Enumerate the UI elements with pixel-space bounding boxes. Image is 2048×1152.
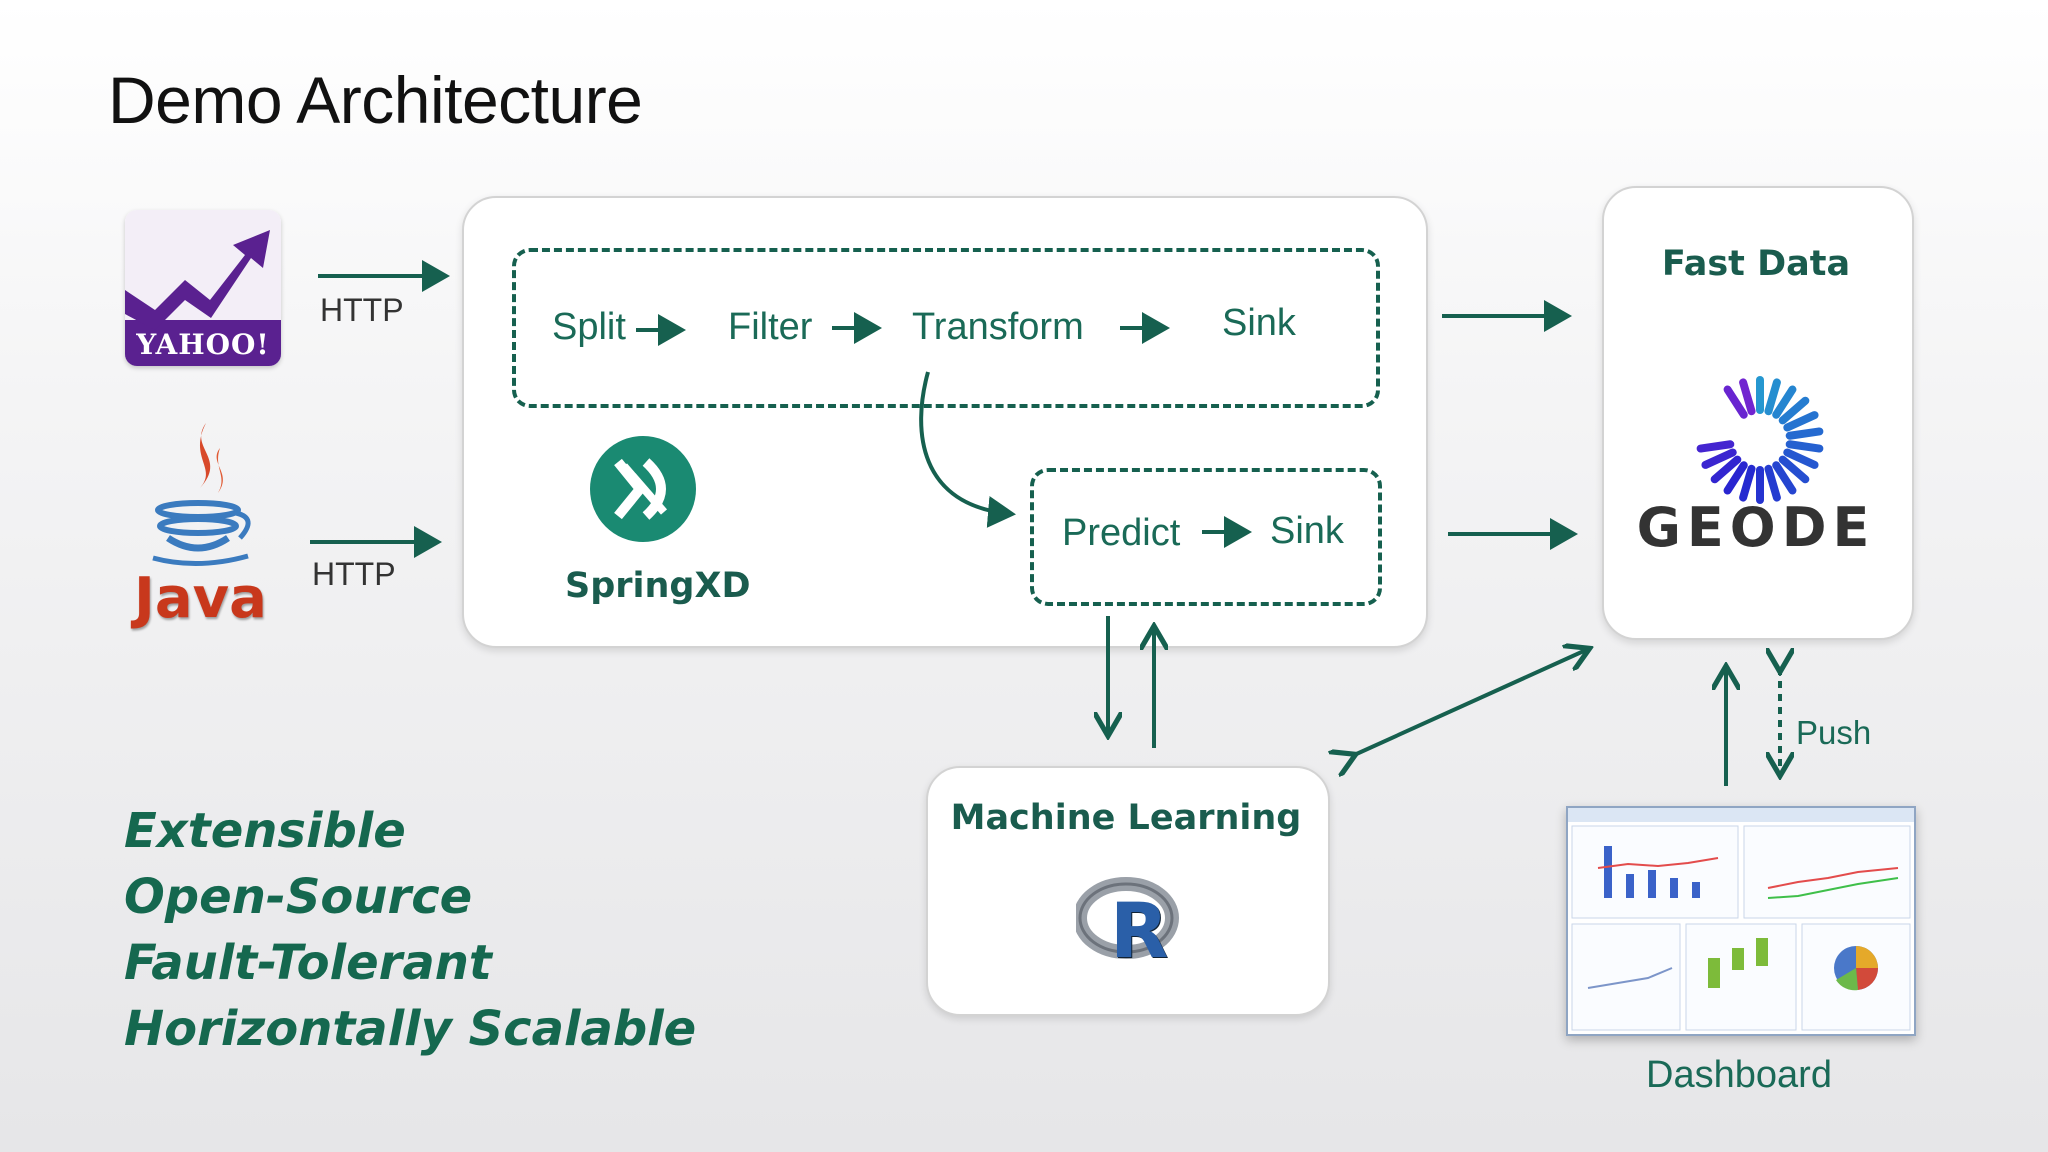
geode-burst-icon xyxy=(1696,376,1824,504)
springxd-container xyxy=(462,196,1428,648)
trend-arrow-icon xyxy=(125,210,281,366)
geode-burst-ray xyxy=(1710,455,1742,484)
geode-burst-ray xyxy=(1783,448,1819,469)
geode-burst-ray xyxy=(1723,385,1748,419)
pipeline-step-sink: Sink xyxy=(1222,302,1296,344)
predict-pipeline-box xyxy=(1030,468,1382,606)
geode-burst-ray xyxy=(1783,411,1819,432)
geode-burst-ray xyxy=(1785,427,1824,440)
features-list: Extensible Open-Source Fault-Tolerant Ho… xyxy=(124,798,696,1062)
geode-burst-ray xyxy=(1739,378,1756,416)
feature-item: Extensible xyxy=(124,803,406,859)
springxd-logo xyxy=(588,434,698,544)
dashboard-charts-icon xyxy=(1568,808,1914,1031)
geode-burst-ray xyxy=(1778,455,1810,484)
geode-burst-ray xyxy=(1778,396,1810,425)
push-label: Push xyxy=(1796,714,1872,751)
r-logo-icon xyxy=(1073,877,1179,959)
fast-data-title: Fast Data xyxy=(1661,244,1851,284)
geode-logo xyxy=(1690,370,1830,510)
geode-burst-ray xyxy=(1772,461,1797,495)
http-label-yahoo: HTTP xyxy=(320,292,404,328)
http-label-java: HTTP xyxy=(312,556,396,592)
dashboard-label: Dashboard xyxy=(1646,1054,1832,1096)
yahoo-logo-text: YAHOO! xyxy=(136,328,270,361)
geode-logo-text: GEODE xyxy=(1636,496,1876,559)
feature-item: Open-Source xyxy=(124,869,473,925)
springxd-logo-icon xyxy=(590,436,696,542)
geode-burst-ray xyxy=(1696,440,1735,453)
feature-item: Horizontally Scalable xyxy=(124,1001,697,1057)
transform-to-predict-arrow xyxy=(919,371,1016,528)
r-logo: R xyxy=(1073,872,1186,976)
dashboard-thumbnail xyxy=(1566,806,1916,1036)
java-logo-text: Java xyxy=(134,566,267,631)
geode-burst-ray xyxy=(1723,461,1748,495)
r-logo-text: R xyxy=(1110,886,1169,975)
geode-burst-ray xyxy=(1701,448,1737,469)
pipeline-step-filter: Filter xyxy=(728,306,813,348)
springxd-label: SpringXD xyxy=(565,566,751,606)
pipeline-step-predict: Predict xyxy=(1062,512,1181,554)
stream-pipeline-box xyxy=(512,248,1380,408)
java-logo: Java xyxy=(128,418,278,638)
pipeline-step-split: Split xyxy=(552,306,626,348)
pipeline-step-predict-sink: Sink xyxy=(1270,510,1344,552)
pipeline-step-transform: Transform xyxy=(912,306,1084,348)
yahoo-finance-logo: YAHOO! xyxy=(125,210,281,366)
page-title: Demo Architecture xyxy=(108,63,643,137)
geode-burst-ray xyxy=(1785,440,1824,453)
geode-burst-ray xyxy=(1739,464,1756,502)
geode-burst-ray xyxy=(1764,378,1781,416)
geode-burst-ray xyxy=(1764,464,1781,502)
machine-learning-title: Machine Learning xyxy=(950,798,1302,838)
java-cup-icon xyxy=(152,423,251,566)
ml-fast-data-arrow xyxy=(1352,650,1586,756)
geode-burst-ray xyxy=(1772,385,1797,419)
feature-item: Fault-Tolerant xyxy=(124,935,492,991)
